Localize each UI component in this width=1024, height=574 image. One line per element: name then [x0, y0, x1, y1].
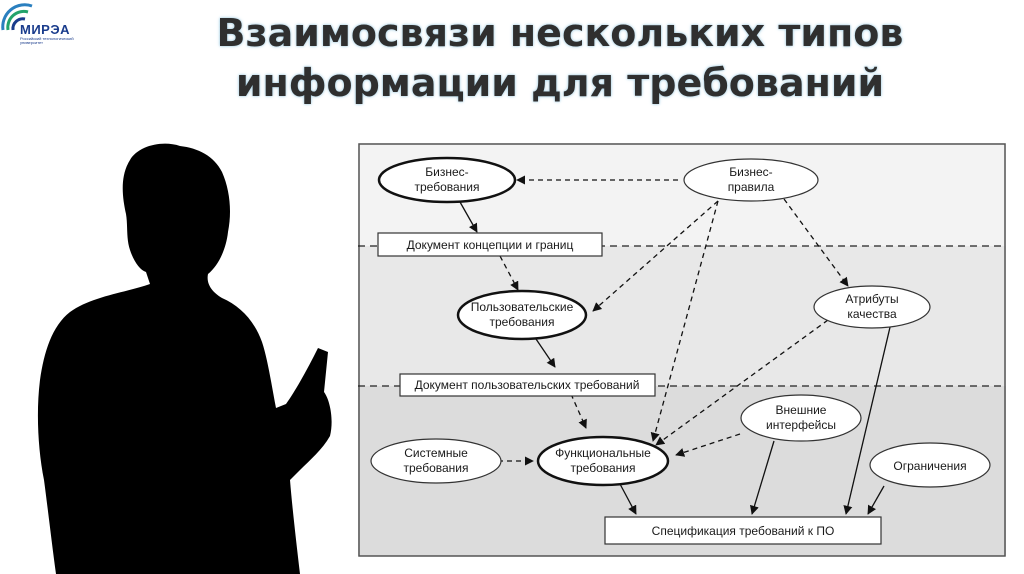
node-constraints: Ограничения	[870, 443, 990, 487]
node-quality-attributes-line-1: Атрибуты	[845, 292, 898, 306]
node-user-requirements-line-1: Пользовательские	[471, 300, 574, 314]
node-vision-scope-doc: Документ концепции и границ	[378, 233, 602, 256]
node-business-requirements: Бизнес- требования	[379, 158, 515, 202]
node-business-rules-line-1: Бизнес-	[729, 165, 772, 179]
node-business-rules: Бизнес- правила	[684, 159, 818, 201]
node-functional-requirements-line-1: Функциональные	[555, 446, 651, 460]
node-srs: Спецификация требований к ПО	[605, 517, 881, 544]
node-external-interfaces: Внешние интерфейсы	[741, 395, 861, 441]
node-system-requirements-line-2: требования	[404, 461, 469, 475]
node-system-requirements: Системные требования	[371, 439, 501, 483]
node-business-requirements-line-1: Бизнес-	[425, 165, 468, 179]
node-user-requirements-line-2: требования	[490, 315, 555, 329]
node-quality-attributes-line-2: качества	[847, 307, 897, 321]
node-user-req-doc: Документ пользовательских требований	[400, 374, 655, 396]
node-functional-requirements-line-2: требования	[571, 461, 636, 475]
node-system-requirements-line-1: Системные	[404, 446, 468, 460]
node-user-req-doc-label: Документ пользовательских требований	[415, 378, 640, 392]
node-quality-attributes: Атрибуты качества	[814, 286, 930, 328]
node-business-rules-line-2: правила	[728, 180, 775, 194]
node-external-interfaces-line-1: Внешние	[776, 403, 827, 417]
presenter-silhouette	[0, 0, 340, 574]
node-user-requirements: Пользовательские требования	[458, 291, 586, 339]
node-external-interfaces-line-2: интерфейсы	[766, 418, 836, 432]
node-business-requirements-line-2: требования	[415, 180, 480, 194]
node-functional-requirements: Функциональные требования	[538, 437, 668, 485]
node-srs-label: Спецификация требований к ПО	[652, 524, 835, 538]
requirements-diagram: Бизнес- требования Бизнес- правила Докум…	[358, 143, 1008, 558]
node-vision-scope-doc-label: Документ концепции и границ	[407, 238, 574, 252]
node-constraints-label: Ограничения	[893, 459, 966, 473]
